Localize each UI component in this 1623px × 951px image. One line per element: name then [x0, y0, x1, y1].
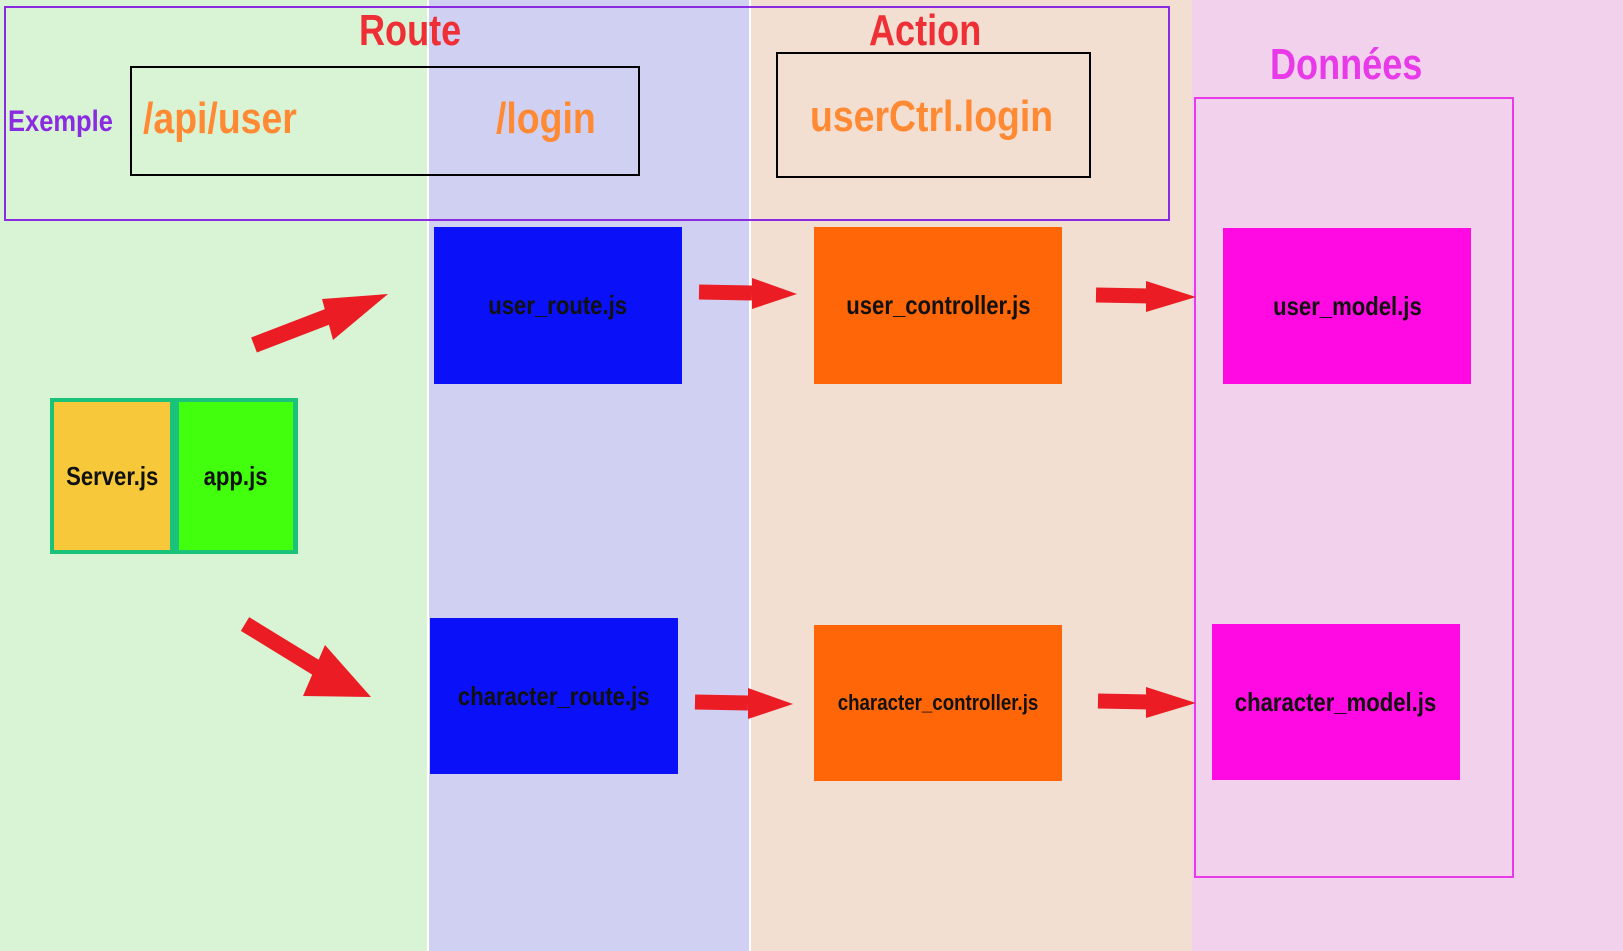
- app-js-label: app.js: [204, 460, 268, 491]
- server-js-box: Server.js: [54, 402, 170, 550]
- character-model-label: character_model.js: [1235, 686, 1437, 717]
- user-model-box: user_model.js: [1223, 228, 1471, 384]
- character-model-box: character_model.js: [1212, 624, 1460, 780]
- data-heading: Données: [1270, 40, 1423, 89]
- example-path-prefix: /api/user: [143, 94, 297, 143]
- character-controller-box: character_controller.js: [814, 625, 1062, 781]
- user-controller-box: user_controller.js: [814, 227, 1062, 384]
- app-js-box: app.js: [179, 402, 293, 550]
- app-to-user-route-arrow-icon: [251, 294, 388, 353]
- route-example-box: [130, 66, 640, 176]
- example-label: Exemple: [8, 105, 113, 138]
- user-model-label: user_model.js: [1272, 290, 1422, 321]
- action-example-box: [776, 52, 1091, 178]
- character-route-box: character_route.js: [430, 618, 678, 774]
- example-action: userCtrl.login: [810, 92, 1054, 141]
- character-controller-to-model-arrow-icon: [1097, 687, 1196, 718]
- route-column: [427, 0, 749, 951]
- example-path-suffix: /login: [496, 94, 596, 143]
- data-frame: [1194, 97, 1514, 878]
- action-column: [749, 0, 1192, 951]
- data-column: [1192, 0, 1623, 951]
- character-route-label: character_route.js: [458, 680, 650, 711]
- character-route-to-controller-arrow-icon: [694, 688, 793, 719]
- user-route-label: user_route.js: [488, 290, 628, 320]
- user-route-to-controller-arrow-icon: [698, 278, 797, 309]
- server-js-label: Server.js: [65, 460, 159, 491]
- example-frame: [4, 6, 1170, 221]
- character-controller-label: character_controller.js: [837, 690, 1039, 715]
- route-heading: Route: [359, 6, 462, 55]
- app-to-character-route-arrow-icon: [240, 617, 371, 697]
- action-heading: Action: [869, 6, 982, 55]
- user-route-box: user_route.js: [434, 227, 682, 384]
- user-controller-label: user_controller.js: [845, 290, 1031, 320]
- user-controller-to-model-arrow-icon: [1095, 281, 1196, 312]
